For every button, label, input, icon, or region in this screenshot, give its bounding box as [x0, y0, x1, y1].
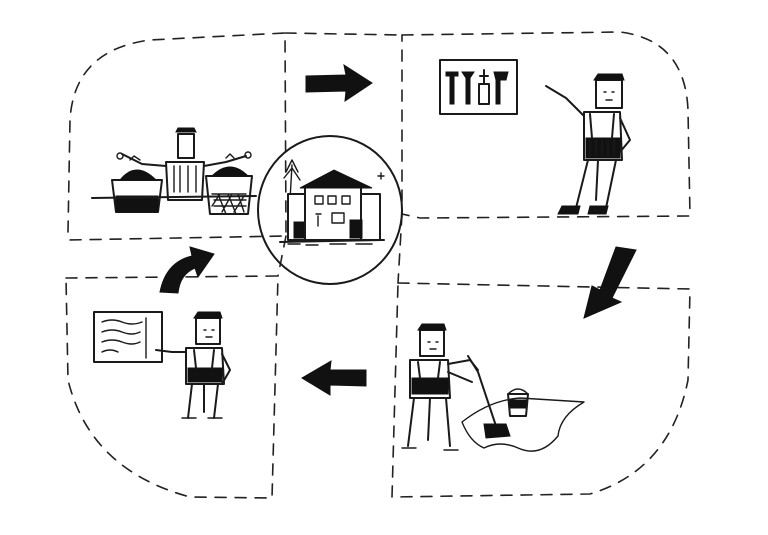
panel-bottom-right-outline: [391, 282, 691, 498]
panel-top-left-outline: [67, 32, 287, 241]
arrow-right-icon: [305, 63, 373, 103]
worker-pointing-figure: [545, 73, 631, 215]
arrow-up-curved-icon: [159, 246, 215, 294]
whiteboard-icon: [93, 311, 163, 363]
panel-top-right-outline: [401, 31, 691, 219]
cooking-pots-icon: [91, 127, 257, 215]
worker-presenting-figure: [155, 311, 231, 419]
tool-board-icon: [439, 59, 518, 115]
house-icon: [257, 135, 403, 285]
worker-mopping-figure: [401, 323, 479, 451]
arrow-down-icon: [583, 246, 637, 319]
mop-bucket-icon: [461, 355, 585, 452]
panel-bottom-left-outline: [65, 275, 279, 499]
arrow-left-icon: [301, 360, 367, 396]
